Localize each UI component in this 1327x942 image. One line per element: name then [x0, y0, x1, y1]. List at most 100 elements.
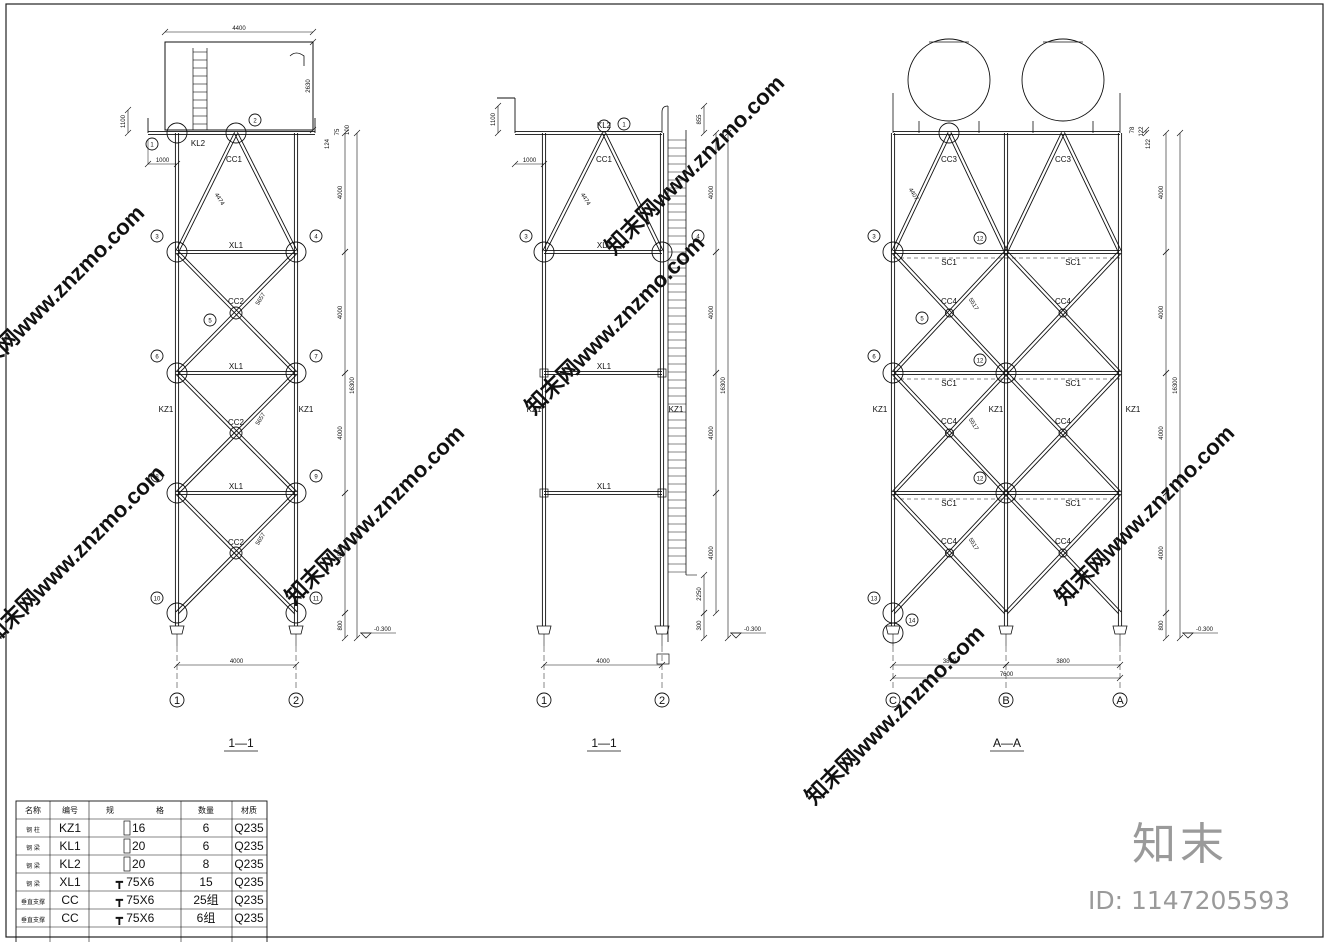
node-tag [973, 353, 987, 367]
strut-label: SC1 [941, 499, 957, 508]
joint-detail-circle [533, 241, 555, 263]
axis-bubble [998, 692, 1014, 708]
dimension-text: 3800 [943, 659, 957, 665]
joint-detail-circle [285, 482, 307, 504]
dimension-tick [1176, 634, 1184, 642]
strut-label: SC1 [941, 258, 957, 267]
brace-cc4 [1004, 250, 1120, 373]
node-tag-number: 12 [977, 477, 984, 483]
dimension-tick [1162, 489, 1170, 497]
tank-circle [907, 38, 991, 122]
node-tag-number: 14 [909, 619, 916, 625]
brace-cc2 [177, 373, 298, 495]
beam-label: KL2 [597, 121, 612, 130]
dimension-tick [1162, 634, 1170, 642]
dimension-tick [124, 106, 132, 114]
dimension-text: 16300 [350, 376, 356, 393]
brace-cc1 [178, 133, 238, 253]
table-cell-qty: 15 [199, 875, 213, 889]
joint-detail-circle [285, 602, 307, 624]
axis-label: 1 [541, 695, 547, 707]
node-tag-number: 13 [871, 597, 878, 603]
joint-plate [539, 488, 549, 498]
dimension-text: 4000 [1159, 426, 1165, 440]
node-tag-number: 5 [208, 319, 212, 325]
column-label: KZ1 [527, 405, 542, 414]
joint-plate [657, 368, 667, 378]
beam-label: XL1 [597, 482, 612, 491]
brace-label: CC4 [941, 297, 958, 306]
dimension-text: 16300 [721, 376, 727, 393]
footing [654, 625, 670, 635]
dimension-tick [494, 102, 502, 110]
dimension-text: 300 [697, 620, 703, 631]
dimension-text: 800 [338, 620, 344, 631]
brace-cc1 [605, 132, 664, 252]
dimension-tick [712, 248, 720, 256]
brace-cc4 [1004, 252, 1120, 375]
dimension-text: 1000 [156, 158, 170, 164]
brace-cc2 [175, 491, 296, 613]
dimension-text: 4000 [338, 426, 344, 440]
brace-cc2 [175, 371, 296, 493]
table-cell-spec: 20 [132, 839, 146, 853]
axis-label: A [1116, 695, 1124, 707]
table-cell-material: Q235 [234, 857, 264, 871]
brace-cc4 [1004, 373, 1120, 495]
node-tag-number: 7 [314, 355, 318, 361]
axis-label: 2 [659, 695, 665, 707]
table-cell-spec: ┳ 75X6 [115, 875, 155, 889]
table-cell-qty: 6 [203, 839, 210, 853]
dimension-text: 122 [1139, 126, 1145, 137]
axis-bubble [654, 692, 670, 708]
brace-crossing-circle [229, 306, 243, 320]
joint-detail-circle [225, 122, 247, 144]
strut-label: SC1 [1065, 499, 1081, 508]
dimension-tick [700, 571, 708, 579]
dimension-text: 4400 [232, 26, 246, 32]
dimension-text: 78 [1130, 126, 1136, 133]
beam-label: XL1 [229, 482, 244, 491]
node-tag-number: 9 [314, 475, 318, 481]
table-cell-name: 钢 柱 [26, 826, 40, 834]
dimension-tick [712, 489, 720, 497]
dimension-tick [1142, 126, 1150, 134]
dimension-text: 2250 [697, 587, 703, 601]
brace-cc4 [891, 373, 1006, 495]
brace-cc3 [894, 133, 952, 253]
node-tag-number: 5 [920, 317, 924, 323]
table-cell-code: KL1 [59, 839, 81, 853]
table-cell-spec: 20 [132, 857, 146, 871]
joint-detail-circle [166, 122, 188, 144]
dimension-tick [353, 634, 361, 642]
level-text: -0.300 [744, 627, 762, 633]
dimension-text: 4000 [338, 305, 344, 319]
dimension-text: 4000 [709, 546, 715, 560]
channel-section-icon [123, 820, 131, 836]
node-tag [915, 311, 929, 325]
brace-cc2 [177, 493, 298, 615]
brace-cc4 [1006, 371, 1122, 493]
dimension-tick [341, 129, 349, 137]
joint-detail-circle [166, 241, 188, 263]
pipe-outlet [289, 52, 305, 66]
node-tag-number: 3 [524, 235, 528, 241]
node-tag [309, 469, 323, 483]
node-tag [150, 229, 164, 243]
node-tag-number: 1 [150, 143, 154, 149]
watermark-layer: 知末网www.znzmo.com知末网www.znzmo.com知末网www.z… [0, 70, 1239, 809]
brace-label: CC3 [941, 155, 958, 164]
dimension-text: 4000 [1159, 546, 1165, 560]
diagonal-length: 4474 [579, 192, 592, 207]
node-tag [309, 229, 323, 243]
ladder-base-block [656, 653, 670, 665]
diagonal-length: 5517 [967, 417, 980, 432]
table-cell-qty: 6 [203, 821, 210, 835]
footing [1112, 625, 1128, 635]
node-tag-number: 3 [872, 235, 876, 241]
column-label: KZ1 [989, 405, 1004, 414]
node-tag [145, 137, 159, 151]
node-tag-number: 4 [696, 235, 700, 241]
